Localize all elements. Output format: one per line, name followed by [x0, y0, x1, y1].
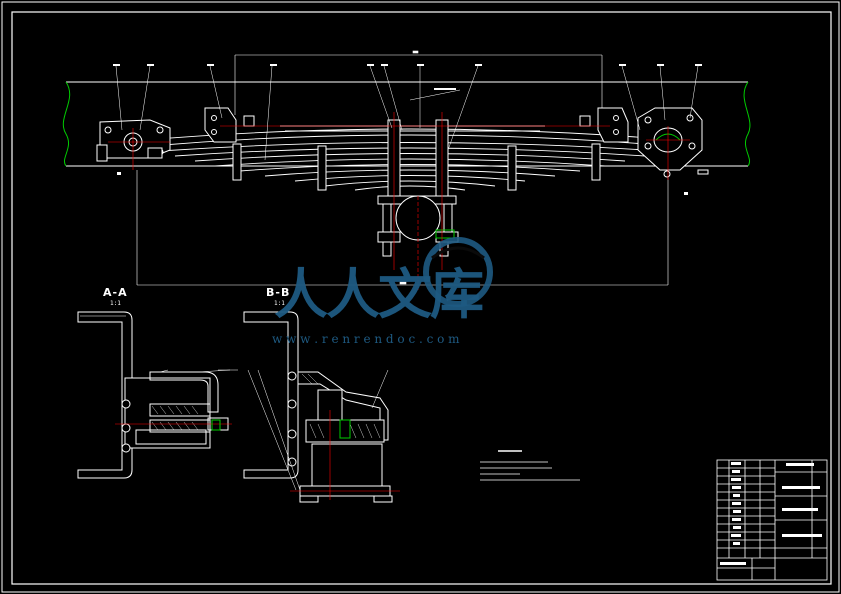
title-block: [716, 459, 828, 581]
watermark: 人人文库 w w w . r e n r e n d o c . c o m: [272, 228, 562, 348]
dimension-lines: [136, 50, 669, 286]
watermark-logo-icon: [423, 237, 493, 307]
section-b-b-green: [339, 419, 351, 439]
hanger-brackets: [204, 107, 629, 143]
technical-notes: [480, 450, 580, 481]
section-a-a-hatch: [151, 405, 199, 431]
title-block-fills: [720, 462, 822, 565]
break-lines: [62, 81, 751, 167]
leader-lines: [115, 65, 699, 161]
green-marker: [435, 229, 455, 239]
inner-frame: [11, 11, 832, 585]
section-b-b-scale: 1:1: [274, 300, 285, 307]
rear-shackle: [637, 107, 709, 178]
section-a-a-title: A-A: [103, 286, 128, 299]
section-b-b-hatch: [301, 373, 381, 439]
callout-ticks: [113, 64, 702, 195]
watermark-url: w w w . r e n r e n d o c . c o m: [272, 332, 460, 346]
section-a-a-view: [77, 311, 238, 479]
centerlines: [108, 112, 690, 290]
leaf-spring: [144, 125, 676, 191]
section-a-a-green: [211, 419, 221, 431]
chassis-rail: [66, 81, 748, 167]
watermark-chinese: 人人文库: [274, 262, 484, 326]
rebound-clips: [232, 143, 601, 191]
section-b-b-centerlines: [290, 410, 400, 500]
section-b-b-title: B-B: [266, 286, 291, 299]
front-bracket: [96, 119, 171, 162]
section-a-a-scale: 1:1: [110, 300, 121, 307]
